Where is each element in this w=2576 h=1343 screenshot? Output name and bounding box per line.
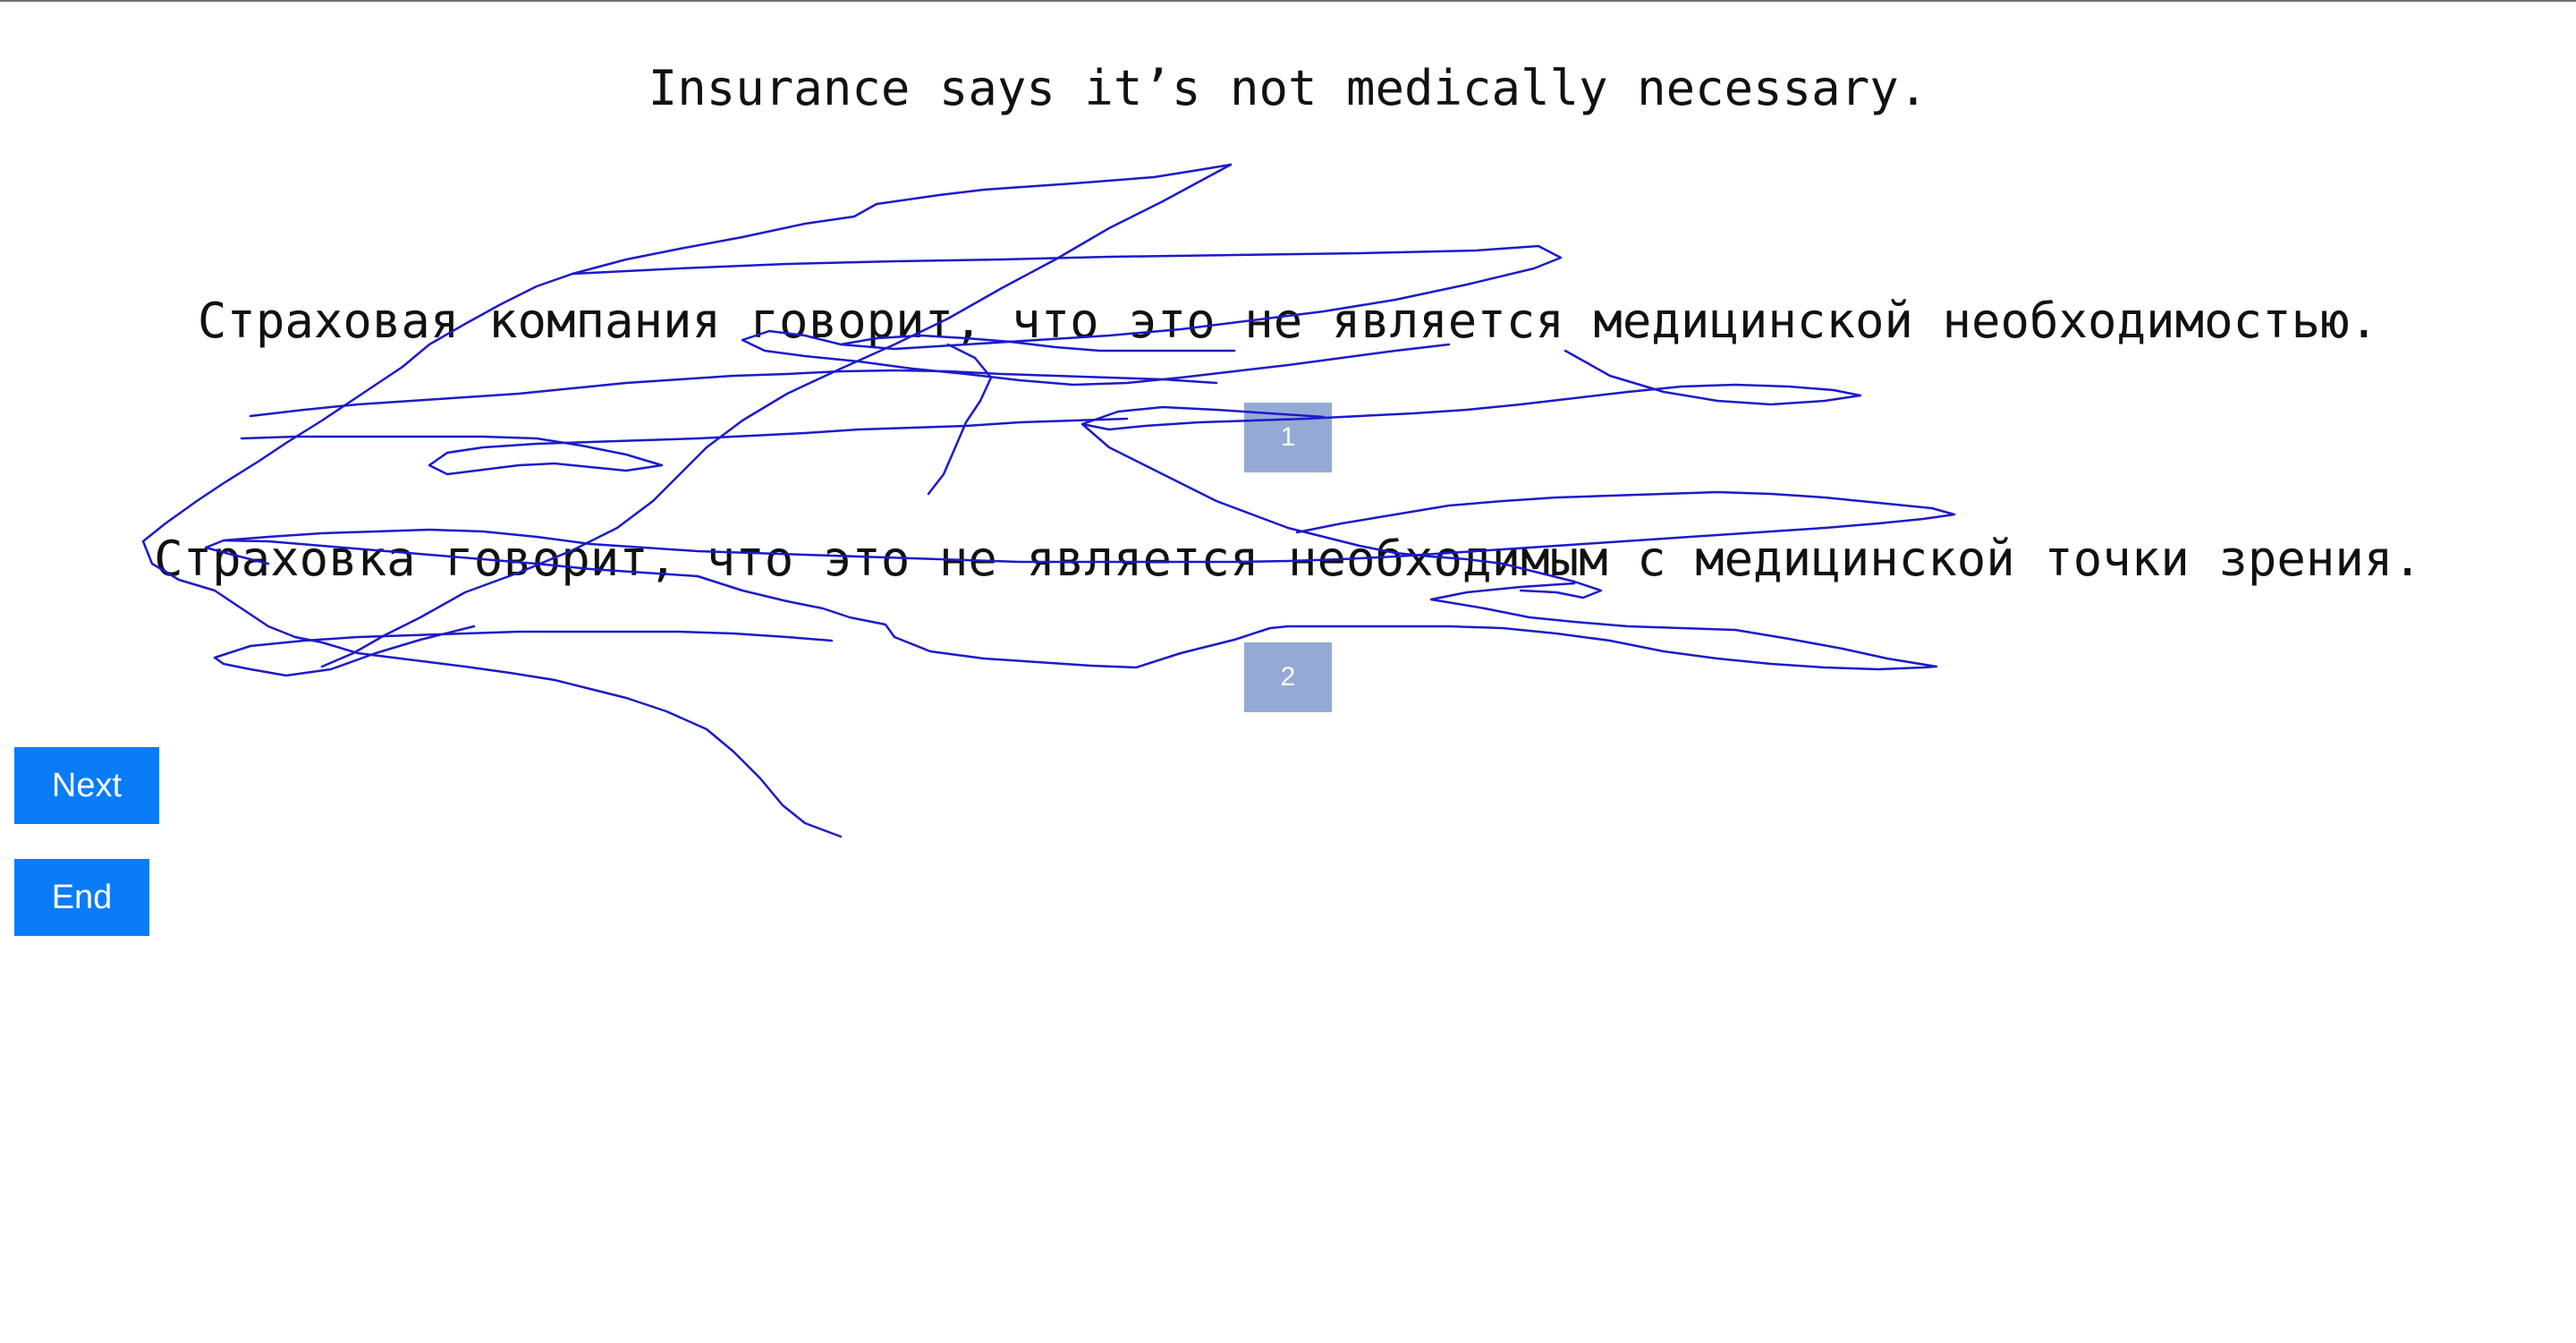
- translation-option-2[interactable]: Страховка говорит, что это не является н…: [154, 531, 2422, 587]
- rank-badge-1[interactable]: 1: [1244, 403, 1332, 472]
- scribble-stroke: [141, 163, 1233, 838]
- scribble-stroke: [927, 343, 993, 496]
- scribble-stroke: [249, 369, 1218, 418]
- top-border: [0, 0, 2576, 2]
- scribble-stroke: [213, 625, 834, 677]
- translation-option-1[interactable]: Страховая компания говорит, что это не я…: [197, 293, 2379, 349]
- source-sentence: Insurance says it’s not medically necess…: [648, 60, 1928, 116]
- scribble-stroke: [1080, 349, 1862, 431]
- end-button[interactable]: End: [14, 859, 149, 936]
- scribble-stroke: [320, 163, 1233, 668]
- scribble-stroke: [240, 417, 1129, 476]
- next-button[interactable]: Next: [14, 747, 159, 824]
- rank-badge-2[interactable]: 2: [1244, 642, 1332, 712]
